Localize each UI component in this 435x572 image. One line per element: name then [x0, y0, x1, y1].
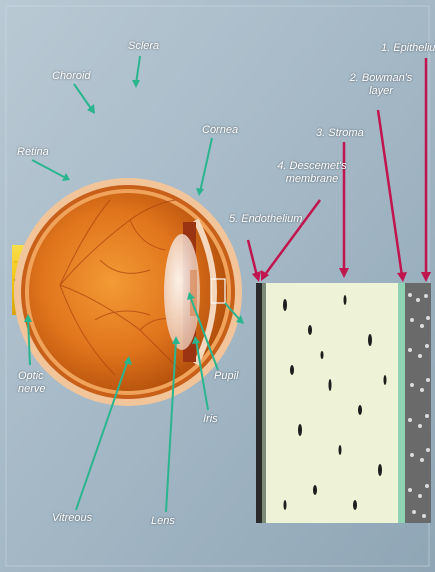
- label-lens: Lens: [151, 515, 175, 527]
- retina-leader: [32, 160, 66, 178]
- label-bowmans-2: layer: [346, 85, 416, 97]
- descemets-layer: [262, 283, 266, 523]
- label-choroid: Choroid: [52, 70, 91, 82]
- sclera-leader: [136, 56, 140, 84]
- label-epithelium: 1. Epithelium: [381, 42, 435, 54]
- label-stroma: 3. Stroma: [316, 127, 364, 139]
- label-descemets-2: membrane: [272, 173, 352, 185]
- stroma-layer: [266, 283, 398, 523]
- label-iris: Iris: [203, 413, 218, 425]
- endothelium-layer: [256, 283, 262, 523]
- label-descemets-1: 4. Descemet's: [272, 160, 352, 172]
- cornea-leader: [200, 138, 212, 192]
- label-optic-nerve-1: Optic: [18, 370, 44, 382]
- label-pupil: Pupil: [214, 370, 238, 382]
- eyeball: [14, 178, 242, 406]
- label-bowmans-1: 2. Bowman's: [346, 72, 416, 84]
- label-cornea: Cornea: [202, 124, 238, 136]
- descemets-leader: [264, 200, 320, 276]
- cornea-cross-section: [256, 283, 431, 523]
- label-optic-nerve-2: nerve: [18, 383, 46, 395]
- label-endothelium: 5. Endothelium: [229, 213, 302, 225]
- label-sclera: Sclera: [128, 40, 159, 52]
- label-retina: Retina: [17, 146, 49, 158]
- endothelium-leader: [248, 240, 257, 276]
- bowmans-layer: [398, 283, 405, 523]
- label-vitreous: Vitreous: [52, 512, 92, 524]
- choroid-leader: [74, 84, 92, 110]
- bowmans-leader: [378, 110, 402, 276]
